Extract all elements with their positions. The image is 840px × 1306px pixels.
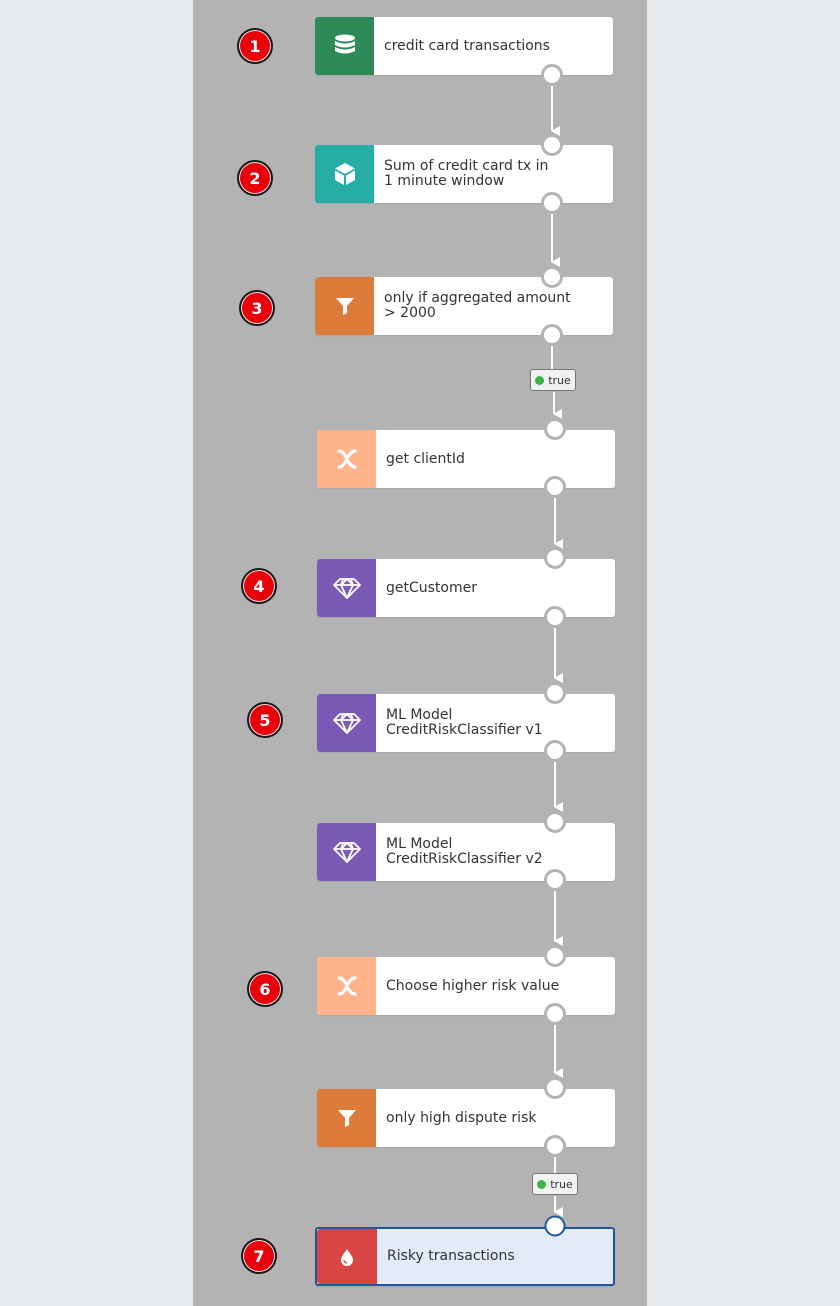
- variable-x-icon: [336, 449, 357, 469]
- node-icon-container: [317, 957, 376, 1015]
- input-port[interactable]: [544, 418, 566, 440]
- output-port[interactable]: [544, 1135, 566, 1157]
- step-badge-2: 2: [237, 160, 273, 196]
- process-canvas[interactable]: [193, 0, 647, 1306]
- status-dot-icon: [537, 1179, 547, 1189]
- variable-x-icon: [336, 976, 357, 996]
- node-ml-model-v2[interactable]: ML Model CreditRiskClassifier v2: [317, 823, 615, 881]
- node-icon-container: [317, 823, 376, 881]
- input-port[interactable]: [544, 811, 566, 833]
- step-badge-3: 3: [239, 290, 275, 326]
- input-port[interactable]: [541, 134, 563, 156]
- node-icon-container: [315, 17, 374, 75]
- node-get-customer[interactable]: getCustomer: [317, 559, 615, 617]
- step-badge-5: 5: [247, 702, 283, 738]
- output-port[interactable]: [541, 324, 563, 346]
- node-label: Risky transactions: [387, 1248, 515, 1264]
- node-ml-model-v1[interactable]: ML Model CreditRiskClassifier v1: [317, 694, 615, 752]
- input-port[interactable]: [544, 547, 566, 569]
- input-port-selected[interactable]: [544, 1215, 566, 1237]
- output-port[interactable]: [544, 869, 566, 891]
- cube-icon: [334, 163, 355, 185]
- node-get-clientid[interactable]: get clientId: [317, 430, 615, 488]
- input-port[interactable]: [544, 682, 566, 704]
- edge-label-text: true: [548, 373, 571, 387]
- filter-icon: [335, 298, 354, 315]
- node-icon-container: [317, 559, 376, 617]
- output-port[interactable]: [544, 740, 566, 762]
- node-label: get clientId: [386, 450, 465, 467]
- output-port[interactable]: [544, 1003, 566, 1025]
- filter-icon: [337, 1110, 356, 1127]
- input-port[interactable]: [541, 266, 563, 288]
- node-label: Choose higher risk value: [386, 977, 560, 994]
- status-dot-icon: [535, 375, 545, 385]
- node-choose-higher-risk[interactable]: Choose higher risk value: [317, 957, 615, 1015]
- step-badge-4: 4: [241, 568, 277, 604]
- input-port[interactable]: [544, 945, 566, 967]
- node-label: only high dispute risk: [386, 1109, 537, 1126]
- edge-label-true[interactable]: true: [532, 1173, 578, 1195]
- output-port[interactable]: [544, 476, 566, 498]
- node-icon-container: [317, 430, 376, 488]
- node-risky-transactions[interactable]: Risky transactions: [315, 1227, 615, 1286]
- node-label: credit card transactions: [384, 37, 550, 54]
- node-icon-container: [317, 1229, 377, 1284]
- node-filter-aggregated-amount[interactable]: only if aggregated amount > 2000: [315, 277, 613, 335]
- node-label: ML Model CreditRiskClassifier v1: [386, 707, 543, 738]
- node-label: only if aggregated amount > 2000: [384, 290, 571, 321]
- input-port[interactable]: [544, 1077, 566, 1099]
- step-badge-1: 1: [237, 28, 273, 64]
- node-icon-container: [317, 694, 376, 752]
- diamond-gem-icon: [332, 842, 361, 863]
- node-label: getCustomer: [386, 579, 477, 596]
- node-label: ML Model CreditRiskClassifier v2: [386, 836, 543, 867]
- node-credit-card-transactions[interactable]: credit card transactions: [315, 17, 613, 75]
- output-port[interactable]: [541, 64, 563, 86]
- edge-label-true[interactable]: true: [530, 369, 576, 391]
- diamond-gem-icon: [332, 713, 361, 734]
- output-port[interactable]: [541, 192, 563, 214]
- step-badge-7: 7: [241, 1238, 277, 1274]
- drop-icon: [341, 1248, 353, 1266]
- node-icon-container: [315, 145, 374, 203]
- step-badge-6: 6: [247, 971, 283, 1007]
- edge-label-text: true: [550, 1177, 573, 1191]
- node-filter-high-dispute-risk[interactable]: only high dispute risk: [317, 1089, 615, 1147]
- database-icon: [334, 34, 355, 54]
- node-sum-aggregate[interactable]: Sum of credit card tx in 1 minute window: [315, 145, 613, 203]
- node-icon-container: [317, 1089, 376, 1147]
- node-label: Sum of credit card tx in 1 minute window: [384, 158, 549, 189]
- output-port[interactable]: [544, 606, 566, 628]
- diamond-gem-icon: [332, 578, 361, 599]
- node-icon-container: [315, 277, 374, 335]
